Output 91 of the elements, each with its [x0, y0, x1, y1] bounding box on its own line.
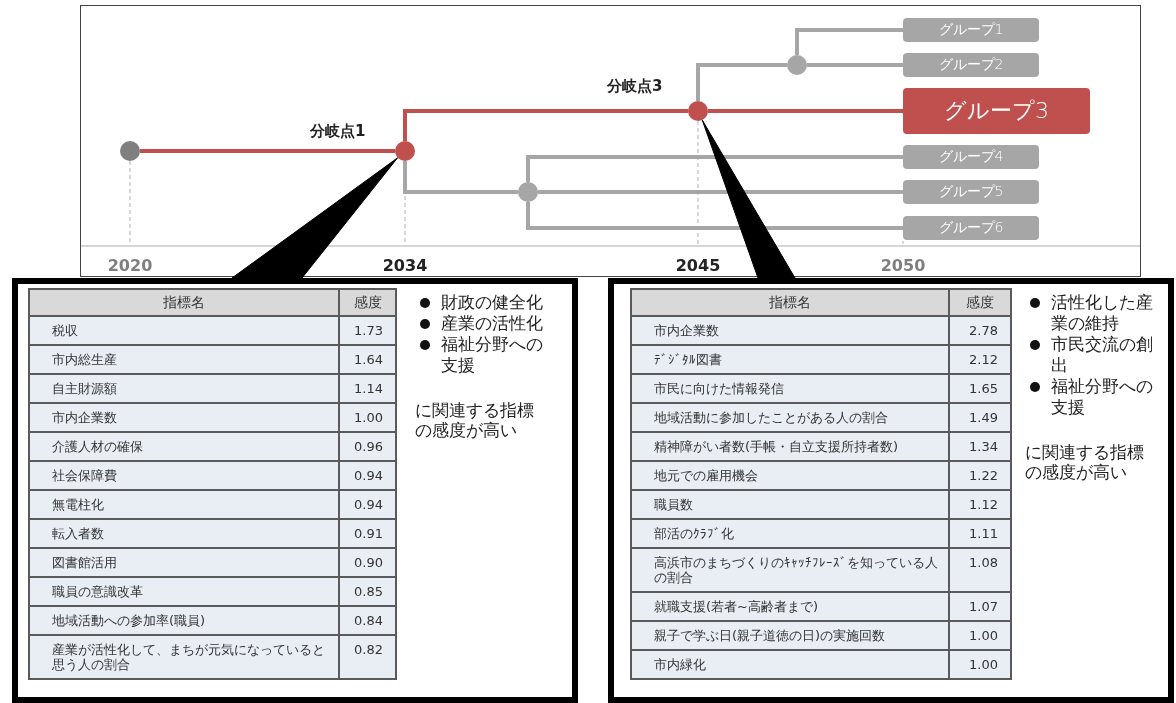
indicator-name: 市内企業数 [631, 316, 949, 345]
callout-panel [608, 278, 1174, 703]
bullet-item: 市民交流の創出 [1025, 334, 1162, 376]
indicator-name: 社会保障費 [29, 461, 339, 490]
indicator-name: 地元での雇用機会 [631, 461, 949, 490]
start-dot [120, 141, 140, 161]
connector-line [538, 190, 903, 194]
sensitivity-value: 1.00 [949, 650, 1011, 679]
year-label: 2020 [106, 256, 154, 275]
indicator-name: 親子で学ぶ日(親子道徳の日)の実施回数 [631, 621, 949, 650]
branch-point-dot [787, 55, 807, 75]
indicator-name: 地域活動への参加率(職員) [29, 606, 339, 635]
indicator-name: 税収 [29, 316, 339, 345]
indicator-name: ﾃﾞｼﾞﾀﾙ図書 [631, 345, 949, 374]
sensitivity-value: 0.90 [339, 548, 396, 577]
indicator-name: 図書館活用 [29, 548, 339, 577]
column-header: 指標名 [29, 289, 339, 316]
sensitivity-value: 1.49 [949, 403, 1011, 432]
column-header: 指標名 [631, 289, 949, 316]
connector-line [807, 63, 903, 67]
bullet-item: 産業の活性化 [415, 313, 552, 334]
sensitivity-value: 1.22 [949, 461, 1011, 490]
sensitivity-value: 0.84 [339, 606, 396, 635]
bullet-item: 福祉分野への支援 [1025, 376, 1162, 418]
year-label: 2045 [674, 256, 722, 275]
summary-note: に関連する指標の感度が高い [1025, 442, 1145, 482]
bullet-item: 福祉分野への支援 [415, 334, 552, 376]
branch-point-dot [688, 101, 708, 121]
indicator-name: 市内企業数 [29, 403, 339, 432]
indicator-name: 高浜市のまちづくりのｷｬｯﾁﾌﾚｰｽﾞを知っている人の割合 [631, 548, 949, 592]
summary-note: に関連する指標の感度が高い [415, 400, 535, 440]
sensitivity-value: 0.96 [339, 432, 396, 461]
indicator-name: 産業が活性化して、まちが元気になっていると思う人の割合 [29, 635, 339, 679]
sensitivity-value: 0.82 [339, 635, 396, 679]
sensitivity-value: 0.85 [339, 577, 396, 606]
column-header: 感度 [949, 289, 1011, 316]
indicator-name: 就職支援(若者~高齢者まで) [631, 592, 949, 621]
connector-line [140, 149, 395, 153]
sensitivity-value: 1.64 [339, 345, 396, 374]
column-header: 感度 [339, 289, 396, 316]
group-label: グループ6 [903, 216, 1039, 240]
year-label: 2034 [381, 256, 429, 275]
year-label: 2050 [879, 256, 927, 275]
indicator-name: 職員の意識改革 [29, 577, 339, 606]
callout-wedge [231, 157, 399, 279]
sensitivity-value: 0.94 [339, 490, 396, 519]
connector-line [403, 109, 688, 141]
indicator-name: 市内緑化 [631, 650, 949, 679]
connector-line [526, 155, 903, 182]
callout-panel [12, 278, 578, 703]
sensitivity-value: 1.12 [949, 490, 1011, 519]
sensitivity-value: 1.65 [949, 374, 1011, 403]
sensitivity-value: 1.08 [949, 548, 1011, 592]
sensitivity-value: 1.00 [949, 621, 1011, 650]
indicator-name: 市民に向けた情報発信 [631, 374, 949, 403]
bullet-item: 財政の健全化 [415, 292, 552, 313]
connector-line [708, 109, 903, 113]
branch-point-dot [395, 141, 415, 161]
group-label: グループ3 [903, 88, 1090, 134]
sensitivity-value: 1.11 [949, 519, 1011, 548]
sensitivity-value: 1.00 [339, 403, 396, 432]
group-label: グループ5 [903, 180, 1039, 204]
sensitivity-value: 0.91 [339, 519, 396, 548]
branch-point-label: 分岐点1 [310, 122, 366, 141]
indicator-name: 自主財源額 [29, 374, 339, 403]
sensitivity-value: 1.14 [339, 374, 396, 403]
indicator-name: 精神障がい者数(手帳・自立支援所持者数) [631, 432, 949, 461]
indicator-name: 部活のｸﾗﾌﾞ化 [631, 519, 949, 548]
sensitivity-value: 2.12 [949, 345, 1011, 374]
group-label: グループ1 [903, 18, 1039, 42]
sensitivity-value: 1.34 [949, 432, 1011, 461]
connector-line [795, 28, 903, 55]
indicator-name: 市内総生産 [29, 345, 339, 374]
bullet-item: 活性化した産業の維持 [1025, 292, 1162, 334]
connector-line [403, 161, 518, 194]
indicator-name: 職員数 [631, 490, 949, 519]
indicator-name: 転入者数 [29, 519, 339, 548]
sensitivity-value: 2.78 [949, 316, 1011, 345]
branch-point-label: 分岐点3 [607, 77, 663, 96]
group-label: グループ2 [903, 53, 1039, 77]
group-label: グループ4 [903, 145, 1039, 169]
connector-line [696, 63, 787, 101]
connector-line [526, 202, 903, 230]
callout-wedge [701, 119, 796, 279]
branch-point-dot [518, 182, 538, 202]
sensitivity-value: 1.07 [949, 592, 1011, 621]
sensitivity-value: 1.73 [339, 316, 396, 345]
indicator-name: 無電柱化 [29, 490, 339, 519]
indicator-name: 地域活動に参加したことがある人の割合 [631, 403, 949, 432]
sensitivity-value: 0.94 [339, 461, 396, 490]
indicator-name: 介護人材の確保 [29, 432, 339, 461]
